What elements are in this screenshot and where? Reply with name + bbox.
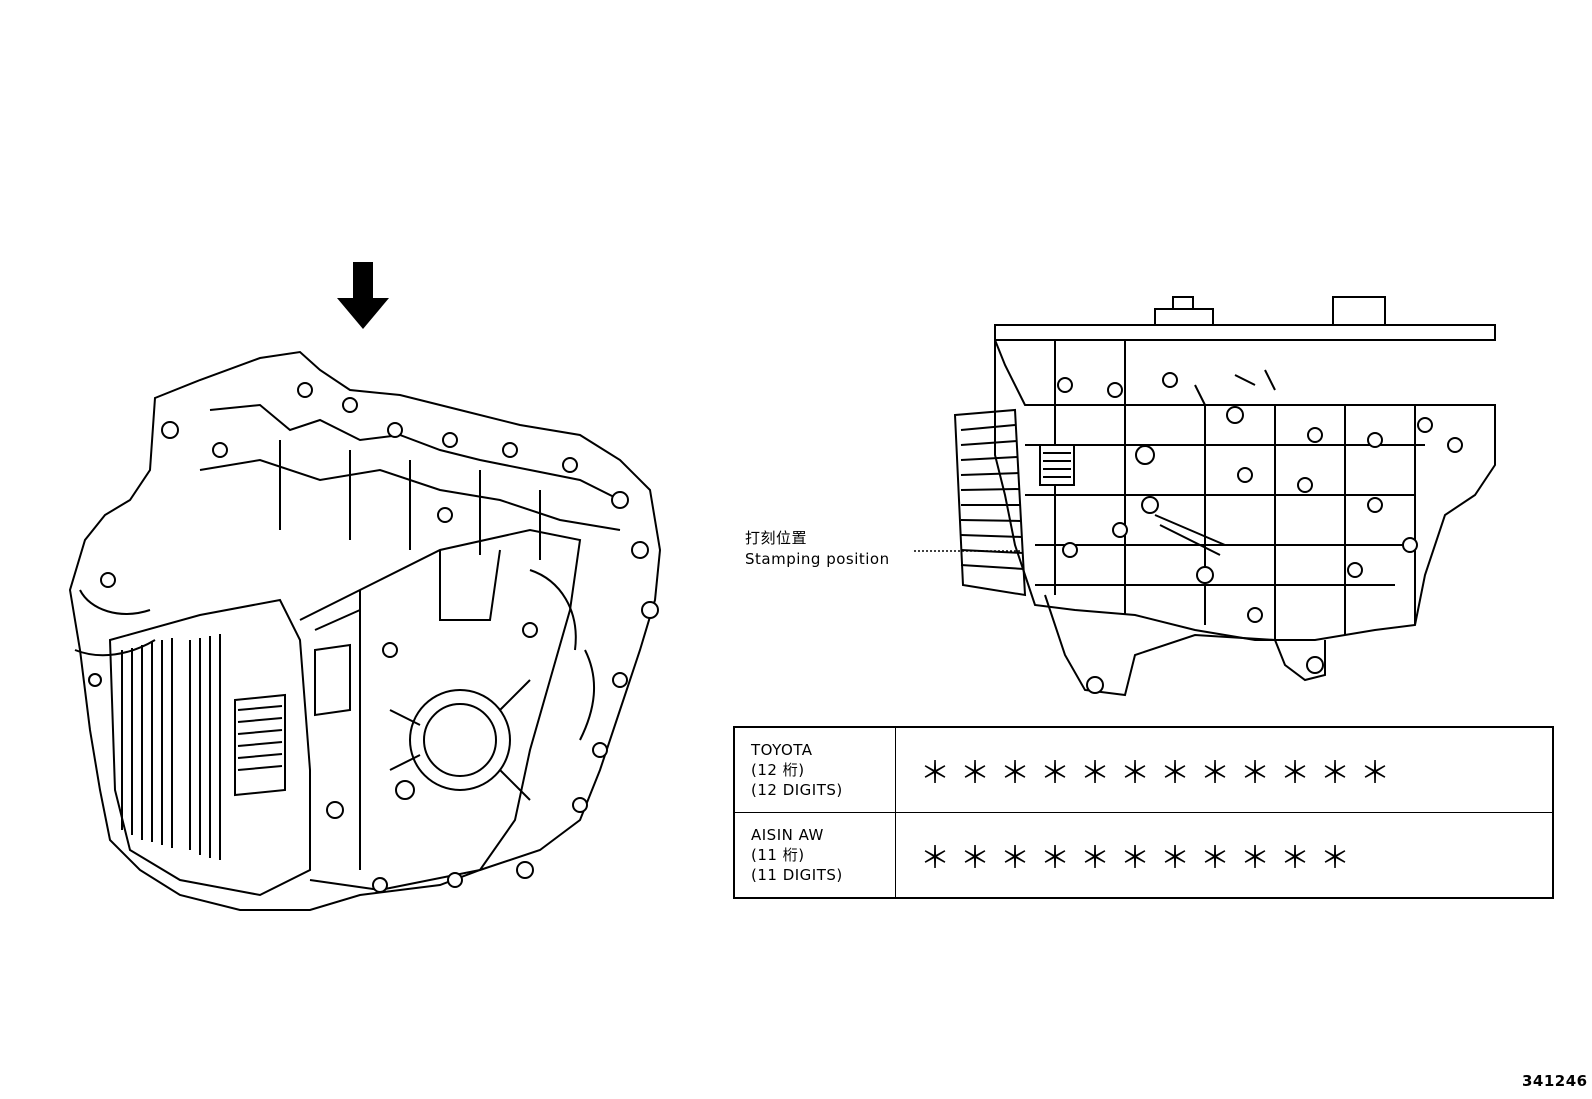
stamping-position-label-jp: 打刻位置 [745, 529, 808, 547]
code-pattern: ＊＊＊＊＊＊＊＊＊＊＊＊ [895, 726, 1554, 813]
view-direction-arrow [337, 262, 389, 329]
maker-digits-jp: (11 桁) [751, 846, 805, 864]
maker-name: AISIN AW [751, 826, 824, 844]
stamping-position-leader-line [914, 550, 1022, 552]
table-row: AISIN AW (11 桁) (11 DIGITS) ＊＊＊＊＊＊＊＊＊＊＊ [733, 812, 1554, 899]
maker-digits-en: (12 DIGITS) [751, 781, 843, 799]
maker-digits-jp: (12 桁) [751, 761, 805, 779]
transaxle-assembly-left-drawing [68, 350, 662, 911]
transaxle-assembly-right-drawing [953, 296, 1496, 697]
maker-name: TOYOTA [751, 741, 813, 759]
maker-cell: TOYOTA (12 桁) (12 DIGITS) [733, 726, 896, 813]
code-pattern: ＊＊＊＊＊＊＊＊＊＊＊ [895, 812, 1554, 899]
table-row: TOYOTA (12 桁) (12 DIGITS) ＊＊＊＊＊＊＊＊＊＊＊＊ [733, 726, 1554, 813]
illustration-number: 341246 [1522, 1072, 1588, 1090]
serial-number-table: TOYOTA (12 桁) (12 DIGITS) ＊＊＊＊＊＊＊＊＊＊＊＊ A… [733, 726, 1554, 899]
stamping-position-label: 打刻位置 Stamping position [745, 528, 890, 570]
stamping-position-label-en: Stamping position [745, 550, 890, 568]
maker-digits-en: (11 DIGITS) [751, 866, 843, 884]
maker-cell: AISIN AW (11 桁) (11 DIGITS) [733, 812, 896, 899]
